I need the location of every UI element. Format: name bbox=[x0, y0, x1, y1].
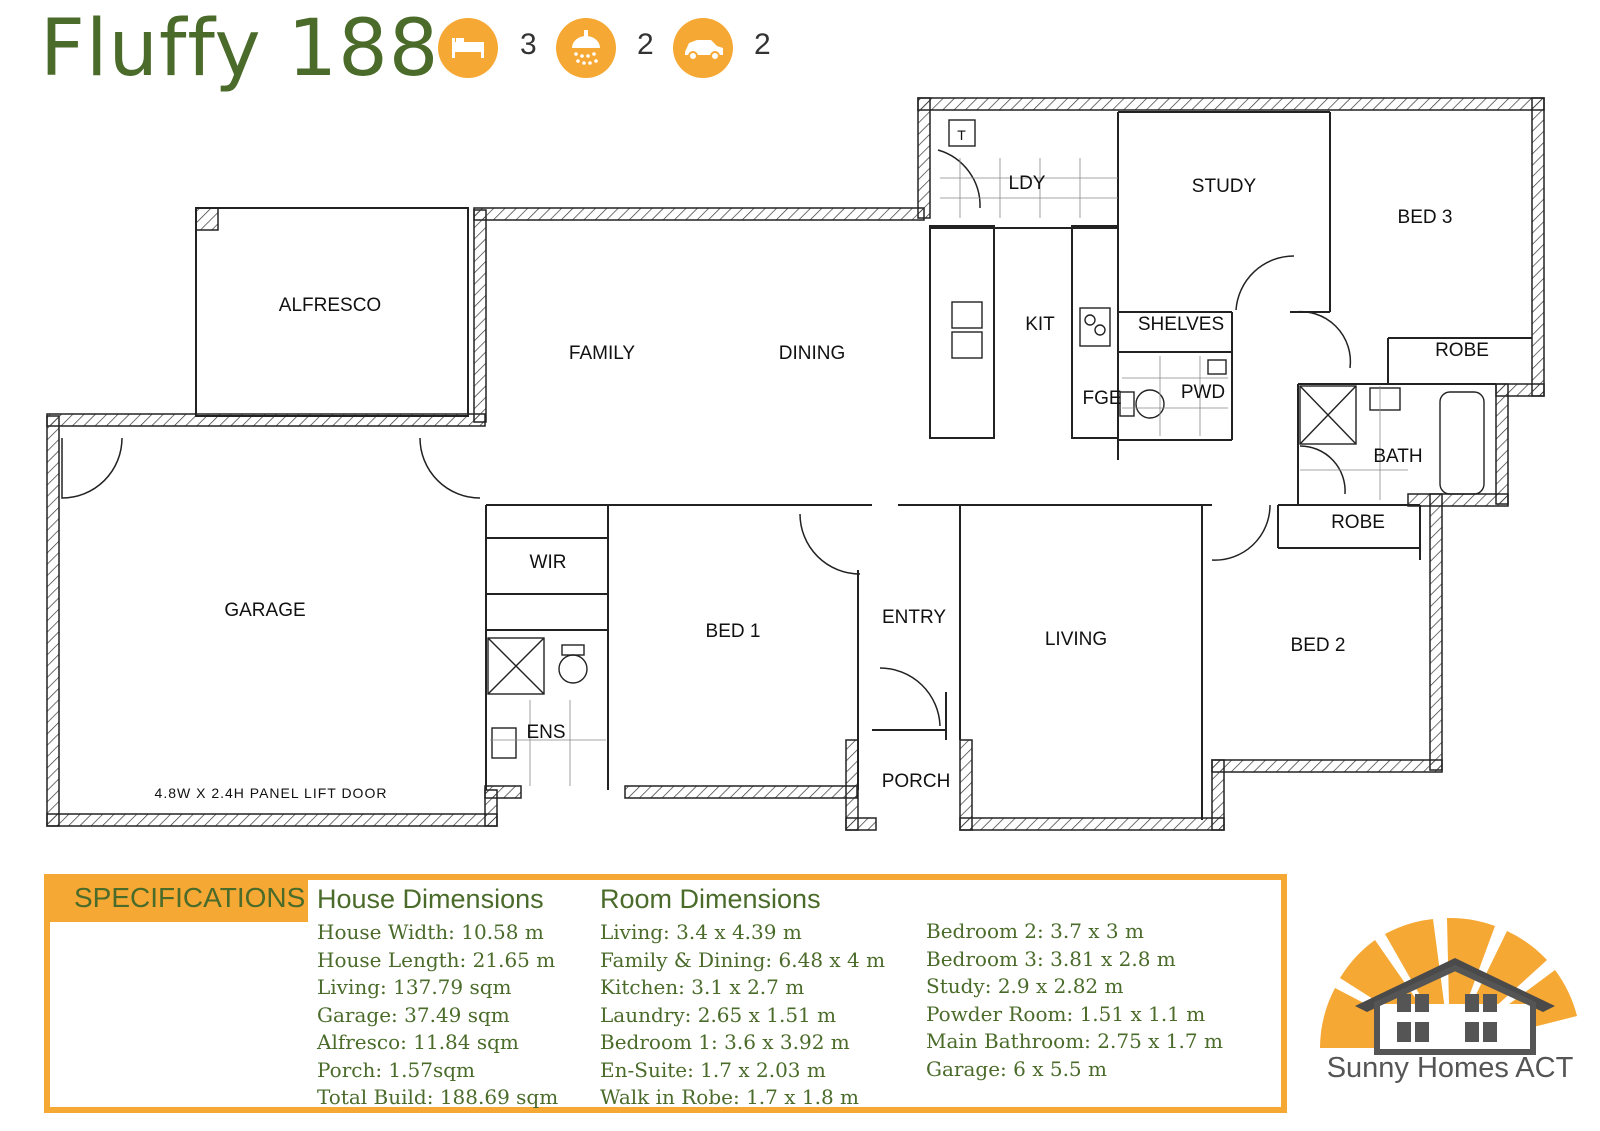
exterior-walls bbox=[46, 97, 1545, 831]
room-dimensions-continued: Bedroom 2: 3.7 x 3 m Bedroom 3: 3.81 x 2… bbox=[926, 918, 1223, 1083]
room-dimensions: Room Dimensions Living: 3.4 x 4.39 m Fam… bbox=[600, 884, 885, 1112]
tank-label: T bbox=[957, 127, 967, 143]
sunny-homes-logo bbox=[1320, 917, 1577, 1055]
room-label-entry: ENTRY bbox=[882, 607, 946, 628]
room-label-ens: ENS bbox=[526, 722, 565, 743]
brand-name: Sunny Homes ACT bbox=[1326, 1052, 1574, 1084]
room-label-family: FAMILY bbox=[569, 343, 635, 364]
spec-row: Alfresco: 11.84 sqm bbox=[317, 1030, 519, 1054]
spec-row: Kitchen: 3.1 x 2.7 m bbox=[600, 975, 805, 999]
room-label-shelves: SHELVES bbox=[1138, 314, 1224, 335]
specifications-panel bbox=[44, 874, 1287, 1113]
spec-row: Total Build: 188.69 sqm bbox=[317, 1085, 559, 1109]
room-dimensions-heading: Room Dimensions bbox=[600, 884, 821, 914]
room-label-kit: KIT bbox=[1025, 314, 1055, 335]
specifications-tab: SPECIFICATIONS bbox=[44, 874, 308, 922]
plan-title: Fluffy 188 bbox=[40, 4, 440, 94]
spec-row: Living: 3.4 x 4.39 m bbox=[600, 920, 802, 944]
car-icon bbox=[673, 18, 733, 78]
room-label-ldy: LDY bbox=[1009, 173, 1046, 194]
room-label-pwd: PWD bbox=[1181, 382, 1225, 403]
fixtures bbox=[487, 119, 1485, 759]
room-label-wir: WIR bbox=[530, 552, 567, 573]
shower-icon bbox=[556, 18, 616, 78]
room-label-robe-top: ROBE bbox=[1435, 340, 1489, 361]
spec-row: Garage: 37.49 sqm bbox=[317, 1002, 510, 1027]
spec-row: Main Bathroom: 2.75 x 1.7 m bbox=[926, 1029, 1223, 1053]
room-label-bath: BATH bbox=[1373, 446, 1422, 467]
room-label-alfresco: ALFRESCO bbox=[279, 295, 381, 316]
room-label-garage: GARAGE bbox=[224, 600, 305, 621]
spec-row: Bedroom 3: 3.81 x 2.8 m bbox=[926, 946, 1176, 971]
room-label-bed3: BED 3 bbox=[1398, 207, 1453, 228]
garage-count: 2 bbox=[754, 28, 771, 61]
spec-row: Walk in Robe: 1.7 x 1.8 m bbox=[600, 1085, 860, 1109]
door-swings bbox=[61, 149, 1352, 727]
room-label-robe-bottom: ROBE bbox=[1331, 512, 1385, 533]
spec-row: Study: 2.9 x 2.82 m bbox=[926, 974, 1124, 998]
spec-row: Bedroom 2: 3.7 x 3 m bbox=[926, 919, 1144, 943]
bed-icon bbox=[438, 18, 498, 78]
bathroom-count: 2 bbox=[637, 28, 654, 61]
spec-row: Garage: 6 x 5.5 m bbox=[926, 1056, 1107, 1081]
floor-plan: ALFRESCO FAMILY DINING KIT LDY STUDY BED… bbox=[46, 97, 1545, 831]
room-label-living: LIVING bbox=[1045, 629, 1107, 650]
house-dimensions-heading: House Dimensions bbox=[317, 884, 544, 914]
bedroom-count: 3 bbox=[520, 28, 537, 61]
room-label-bed2: BED 2 bbox=[1291, 635, 1346, 656]
garage-door-label: 4.8W X 2.4H PANEL LIFT DOOR bbox=[155, 785, 388, 801]
spec-row: Porch: 1.57sqm bbox=[317, 1057, 475, 1082]
room-label-study: STUDY bbox=[1192, 176, 1257, 197]
spec-row: Bedroom 1: 3.6 x 3.92 m bbox=[600, 1030, 850, 1054]
house-dimensions: House Dimensions House Width: 10.58 m Ho… bbox=[317, 884, 558, 1112]
tile-grid bbox=[490, 158, 1408, 786]
spec-row: Laundry: 2.65 x 1.51 m bbox=[600, 1002, 837, 1027]
spec-row: House Length: 21.65 m bbox=[317, 947, 556, 972]
spec-row: Powder Room: 1.51 x 1.1 m bbox=[926, 1001, 1206, 1026]
spec-row: House Width: 10.58 m bbox=[317, 920, 544, 944]
room-label-porch: PORCH bbox=[882, 771, 951, 792]
spec-row: En-Suite: 1.7 x 2.03 m bbox=[600, 1057, 826, 1082]
spec-row: Family & Dining: 6.48 x 4 m bbox=[600, 947, 886, 972]
room-label-fge: FGE bbox=[1082, 388, 1121, 409]
spec-row: Living: 137.79 sqm bbox=[317, 975, 512, 999]
room-label-bed1: BED 1 bbox=[706, 621, 761, 642]
room-label-dining: DINING bbox=[779, 343, 846, 364]
